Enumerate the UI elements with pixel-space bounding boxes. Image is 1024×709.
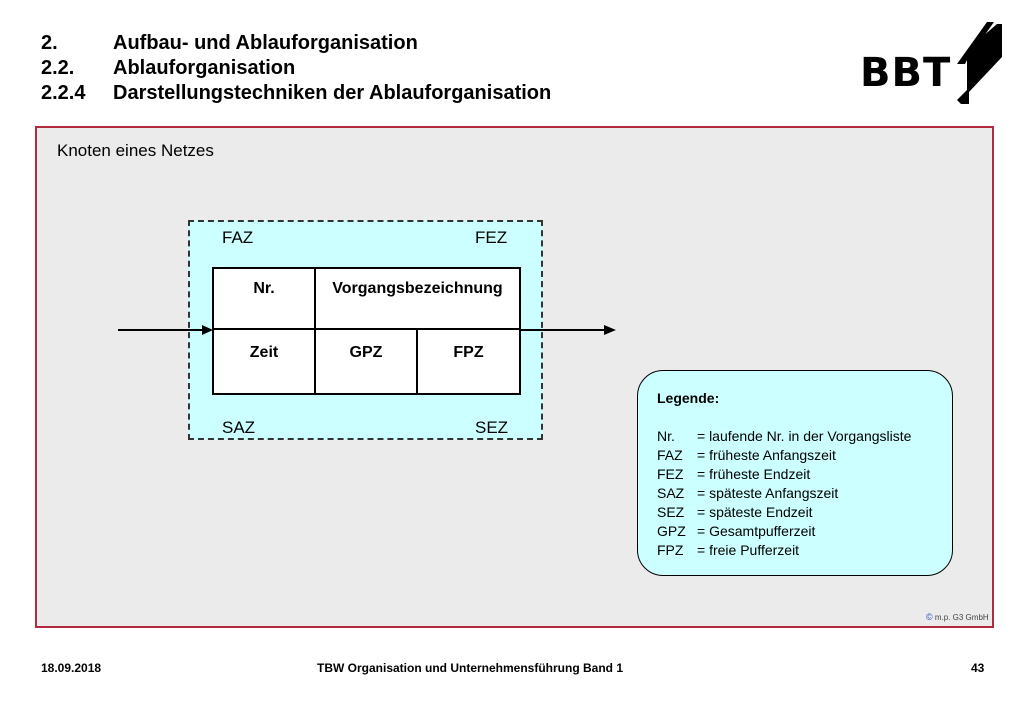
- section-title: Ablauforganisation: [113, 57, 296, 79]
- legend-desc: = späteste Endzeit: [697, 504, 813, 520]
- cell-fpz: FPZ: [453, 344, 484, 361]
- legend-abbr: FEZ: [657, 466, 684, 482]
- node-divider-vertical-1: [314, 267, 316, 395]
- section-number: 2.2.4: [41, 82, 86, 104]
- legend-desc: = späteste Anfangszeit: [697, 485, 839, 501]
- legend-item: Nr. = laufende Nr. in der Vorgangsliste: [657, 428, 911, 444]
- legend-abbr: Nr.: [657, 428, 675, 444]
- label-fez: FEZ: [475, 228, 508, 247]
- section-title: Aufbau- und Ablauforganisation: [113, 32, 418, 54]
- cell-nr: Nr.: [253, 280, 275, 297]
- page-number: 43: [971, 661, 985, 675]
- legend-desc: = Gesamtpufferzeit: [697, 523, 816, 539]
- cell-vorgangsbezeichnung: Vorgangsbezeichnung: [332, 280, 503, 297]
- outgoing-arrow: [520, 325, 616, 335]
- copyright-icon: ©: [926, 612, 933, 622]
- cell-zeit: Zeit: [249, 344, 279, 361]
- legend-abbr: SAZ: [657, 485, 685, 501]
- footer-title: TBW Organisation und Unternehmensführung…: [317, 661, 623, 675]
- node-divider-vertical-2: [416, 329, 418, 395]
- legend-item: SEZ = späteste Endzeit: [657, 504, 813, 520]
- legend-box: [637, 370, 953, 576]
- legend-item: GPZ = Gesamtpufferzeit: [657, 523, 815, 539]
- incoming-arrow: [118, 325, 213, 335]
- legend-item: FEZ = früheste Endzeit: [657, 466, 810, 482]
- copyright-text: m.p. G3 GmbH: [934, 613, 989, 622]
- bbt-logo-graphic: [957, 22, 1002, 104]
- legend-abbr: SEZ: [657, 504, 685, 520]
- legend-item: SAZ = späteste Anfangszeit: [657, 485, 838, 501]
- header-row-3: 2.2.4 Darstellungstechniken der Ablauforg…: [41, 81, 551, 105]
- node-divider-horizontal: [212, 328, 521, 330]
- section-title: Darstellungstechniken der Ablauforganisa…: [113, 82, 552, 104]
- section-number: 2.: [41, 32, 58, 54]
- label-faz: FAZ: [222, 228, 254, 247]
- section-number: 2.2.: [41, 57, 75, 79]
- legend-item: FPZ = freie Pufferzeit: [657, 542, 799, 558]
- legend-desc: = früheste Endzeit: [697, 466, 811, 482]
- slide-subtitle: Knoten eines Netzes: [57, 141, 214, 160]
- bbt-logo-text: BBT: [860, 50, 952, 96]
- label-sez: SEZ: [475, 418, 509, 437]
- legend-abbr: FPZ: [657, 542, 684, 558]
- header-row-2: 2.2. Ablauforganisation: [41, 56, 295, 80]
- legend-abbr: GPZ: [657, 523, 686, 539]
- legend-desc: = laufende Nr. in der Vorgangsliste: [697, 428, 912, 444]
- header-row-1: 2. Aufbau- und Ablauforganisation: [41, 31, 418, 55]
- cell-gpz: GPZ: [349, 344, 383, 361]
- node-box: [212, 267, 521, 395]
- footer-date: 18.09.2018: [41, 661, 102, 675]
- label-saz: SAZ: [222, 418, 256, 437]
- legend-desc: = früheste Anfangszeit: [697, 447, 836, 463]
- legend-desc: = freie Pufferzeit: [697, 542, 800, 558]
- copyright-note: © m.p. G3 GmbH: [926, 612, 989, 622]
- legend-abbr: FAZ: [657, 447, 683, 463]
- legend-item: FAZ = früheste Anfangszeit: [657, 447, 836, 463]
- legend-title: Legende:: [657, 390, 720, 406]
